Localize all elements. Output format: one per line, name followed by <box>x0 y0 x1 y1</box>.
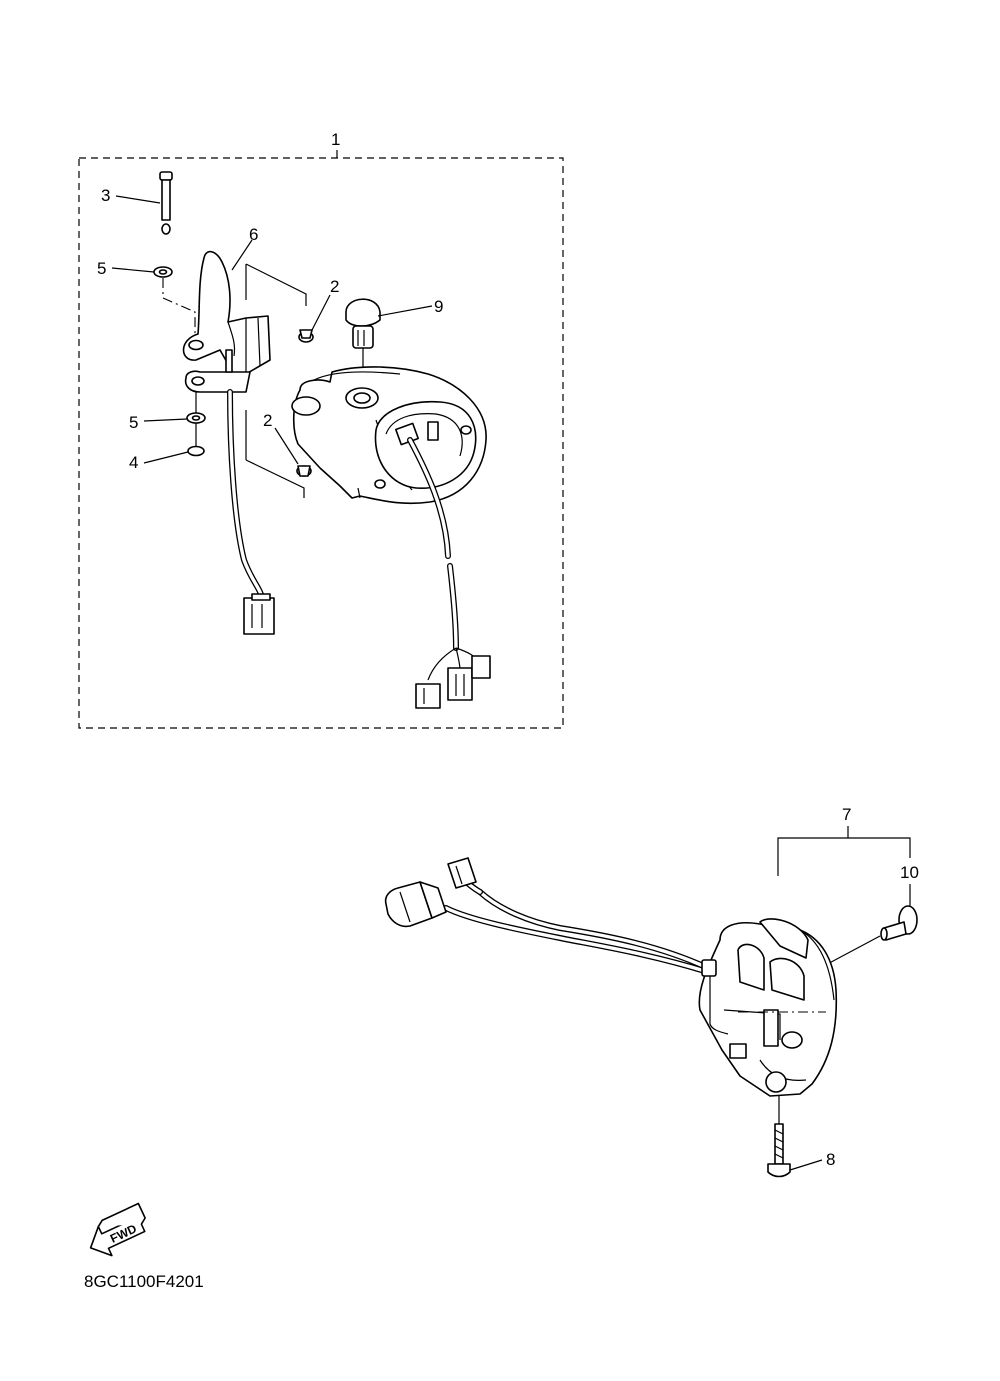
grommet-lower <box>296 465 312 477</box>
kit-assembly-1 <box>78 150 564 729</box>
wire-clamp-7 <box>701 959 717 977</box>
callout-10: 10 <box>900 863 919 882</box>
circlip <box>187 445 205 457</box>
callout-2-upper: 2 <box>330 277 339 296</box>
callout-2-lower: 2 <box>263 411 272 430</box>
callout-3: 3 <box>101 186 110 205</box>
kit-boundary-box <box>78 157 564 729</box>
switch-housing <box>291 366 487 505</box>
switch-body-7 <box>698 918 838 1097</box>
washer-upper <box>153 266 173 278</box>
lever-bracket <box>182 250 271 393</box>
callout-1: 1 <box>331 130 340 149</box>
connector-large-7 <box>384 881 447 928</box>
grommet-upper <box>298 329 314 343</box>
drawing-code: 8GC1100F4201 <box>84 1272 204 1291</box>
connector-lever-switch <box>243 593 275 635</box>
callout-5-lower: 5 <box>129 413 138 432</box>
washer-lower <box>186 412 206 424</box>
switch-assembly-7 <box>384 826 918 1178</box>
screw-8 <box>767 1123 791 1178</box>
callout-4: 4 <box>129 453 138 472</box>
callout-labels: 1 2 2 3 4 5 5 6 7 8 9 10 <box>97 130 919 1169</box>
connector-small-7 <box>447 857 477 889</box>
callout-9: 9 <box>434 297 443 316</box>
pin-part <box>159 171 173 235</box>
callout-6: 6 <box>249 225 258 244</box>
connector-trio <box>415 655 491 709</box>
push-button-knob <box>345 298 381 349</box>
fwd-arrow: FWD <box>89 1202 146 1257</box>
callout-8: 8 <box>826 1150 835 1169</box>
callout-5-upper: 5 <box>97 259 106 278</box>
screw-10 <box>880 905 918 941</box>
callout-7: 7 <box>842 805 851 824</box>
